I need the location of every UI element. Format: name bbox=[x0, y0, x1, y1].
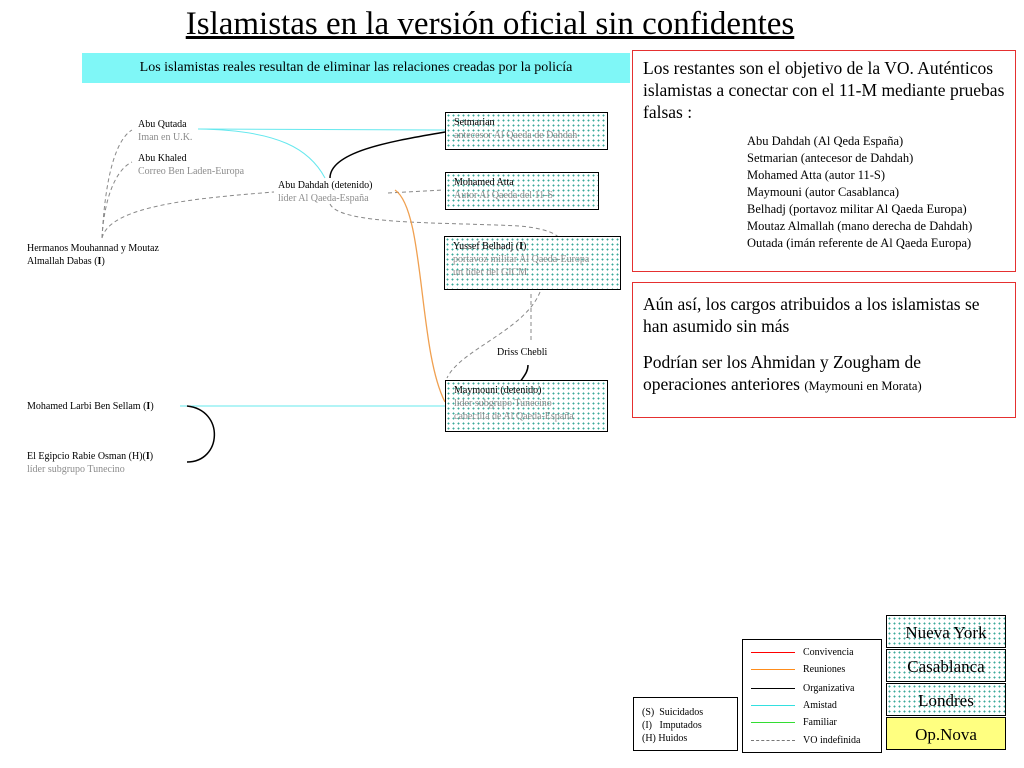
node-setmarian: Setmarian antecesor Al Qaeda de Dahdah bbox=[445, 112, 608, 150]
legend-item: Convivencia bbox=[751, 646, 854, 660]
legend-swatch bbox=[751, 705, 795, 707]
target-item: Mohamed Atta (autor 11-S) bbox=[747, 168, 886, 182]
link-dahdah-setmarian bbox=[329, 131, 446, 179]
legend-item: Amistad bbox=[751, 699, 837, 713]
node-larbi-ben-sellam: Mohamed Larbi Ben Sellam (I) bbox=[27, 401, 154, 412]
target-item: Setmarian (antecesor de Dahdah) bbox=[747, 151, 914, 165]
panel2-paragraph-1: Aún así, los cargos atribuidos a los isl… bbox=[643, 294, 980, 336]
target-item: Moutaz Almallah (mano derecha de Dahdah) bbox=[747, 219, 973, 233]
legend-swatch bbox=[751, 740, 795, 742]
legend-swatch bbox=[751, 722, 795, 724]
target-item: Outada (imán referente de Al Qaeda Europ… bbox=[747, 236, 972, 250]
city-box-op-nova: Op.Nova bbox=[886, 717, 1006, 750]
node-abu-qutada: Abu Qutada Iman en U.K. bbox=[138, 119, 193, 143]
legend-swatch bbox=[751, 652, 795, 654]
charges-panel: Aún así, los cargos atribuidos a los isl… bbox=[632, 282, 1016, 418]
link-qutada-setmarian bbox=[197, 128, 446, 131]
abbr-item: (I) Imputados bbox=[642, 720, 702, 731]
legend-swatch bbox=[751, 669, 795, 671]
target-list: Abu Dahdah (Al Qeda España) Setmarian (a… bbox=[747, 133, 1005, 252]
link-hermanos-abudahdah bbox=[101, 191, 275, 239]
link-hermanos-abuqutada bbox=[101, 129, 133, 239]
legend-item: VO indefinida bbox=[751, 734, 861, 748]
target-islamists-panel: Los restantes son el objetivo de la VO. … bbox=[632, 50, 1016, 272]
legend-swatch bbox=[751, 688, 795, 690]
legend-item: Familiar bbox=[751, 716, 837, 730]
legend-item: Reuniones bbox=[751, 663, 845, 677]
node-yussef-belhadj: Yussef Belhadj (I) portavoz militar Al Q… bbox=[444, 236, 621, 290]
banner-note: Los islamistas reales resultan de elimin… bbox=[82, 53, 630, 83]
line-legend: Convivencia Reuniones Organizativa Amist… bbox=[742, 639, 882, 753]
link-larbi-egipcio bbox=[186, 405, 216, 463]
node-hermanos-almallah: Hermanos Mouhannad y Moutaz Almallah Dab… bbox=[27, 243, 159, 267]
node-mohamed-atta: Mohamed Atta Autor Al Qaeda del 11-S bbox=[445, 172, 599, 210]
abbr-item: (S) Suicidados bbox=[642, 707, 704, 718]
city-box-nueva-york: Nueva York bbox=[886, 615, 1006, 648]
target-item: Maymouni (autor Casablanca) bbox=[747, 185, 900, 199]
abbr-item: (H) Huidos bbox=[642, 733, 688, 744]
panel2-paragraph-2: Podrían ser los Ahmidan y Zougham de ope… bbox=[643, 352, 922, 394]
page-title: Islamistas en la versión oficial sin con… bbox=[185, 6, 795, 42]
node-abu-khaled: Abu Khaled Correo Ben Laden-Europa bbox=[138, 153, 245, 177]
legend-item: Organizativa bbox=[751, 682, 854, 696]
link-hermanos-abukhaled bbox=[101, 161, 133, 239]
node-driss-chebli: Driss Chebli bbox=[497, 347, 548, 358]
panel1-lead: Los restantes son el objetivo de la VO. … bbox=[643, 58, 1005, 122]
node-maymouni: Maymouni (detenido) líder subgrupo Tunec… bbox=[445, 380, 608, 432]
city-box-casablanca: Casablanca bbox=[886, 649, 1006, 682]
target-item: Belhadj (portavoz militar Al Qaeda Europ… bbox=[747, 202, 967, 216]
node-egipcio-rabie-osman: El Egipcio Rabie Osman (H)(I) líder subg… bbox=[27, 451, 154, 475]
link-yussef-maymouni bbox=[446, 291, 541, 379]
link-dahdah-maymouni bbox=[394, 189, 446, 403]
city-box-londres: Londres bbox=[886, 683, 1006, 716]
node-abu-dahdah: Abu Dahdah (detenido) líder Al Qaeda-Esp… bbox=[278, 180, 373, 204]
abbreviations-box: (S) Suicidados (I) Imputados (H) Huidos bbox=[633, 697, 738, 751]
target-item: Abu Dahdah (Al Qeda España) bbox=[747, 134, 904, 148]
link-qutada-dahdah bbox=[197, 128, 326, 179]
